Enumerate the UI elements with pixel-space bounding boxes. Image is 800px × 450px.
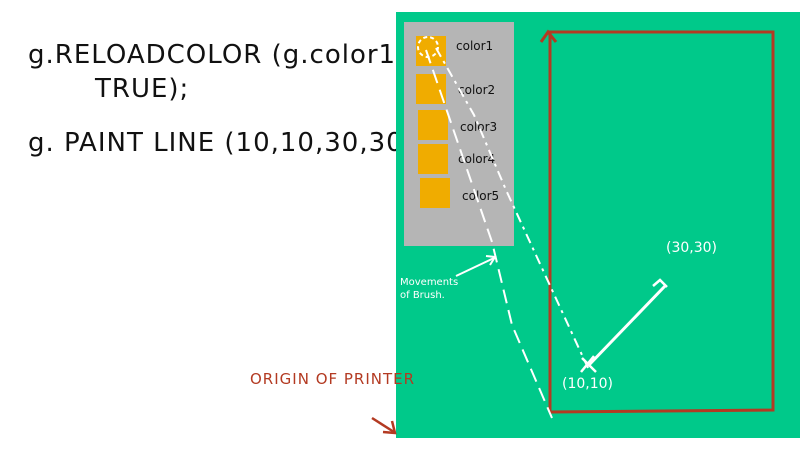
brush-path-return <box>425 49 553 419</box>
note-arrow-head-icon <box>485 255 497 266</box>
color3-swatch <box>418 110 448 140</box>
frame-arrow-icon <box>539 29 558 43</box>
color5-label: color5 <box>462 189 500 203</box>
end-point-arrow-icon <box>652 278 668 288</box>
color1-label: color1 <box>456 39 494 53</box>
note-arrow-line <box>455 257 495 277</box>
origin-of-printer-label: ORIGIN OF PRINTER <box>250 370 416 388</box>
code-line-reload-color-continued: TRUE); <box>95 74 190 104</box>
color4-swatch <box>418 144 448 174</box>
color3-label: color3 <box>460 120 498 134</box>
brush-path-to-start <box>435 47 589 369</box>
end-point-label: (30,30) <box>666 240 718 256</box>
code-line-paint-line: g. PAINT LINE (10,10,30,30); <box>28 128 425 158</box>
printer-frame <box>548 30 775 414</box>
color2-label: color2 <box>458 83 496 97</box>
color-palette: color1 color2 color3 color4 color5 <box>404 22 514 246</box>
code-line-reload-color: g.RELOADCOLOR (g.color1, <box>28 40 406 70</box>
origin-arrow-head-icon <box>382 420 397 435</box>
brush-movement-note: Movements of Brush. <box>400 276 458 302</box>
brush-note-line-1: Movements <box>400 277 459 288</box>
color4-label: color4 <box>458 152 496 166</box>
brush-note-line-2: of Brush. <box>400 290 445 301</box>
start-point-label: (10,10) <box>562 376 614 392</box>
color2-swatch <box>416 74 446 104</box>
start-point-cross-icon <box>580 355 597 373</box>
painted-line <box>586 284 667 368</box>
origin-arrow-line <box>371 416 395 434</box>
color5-swatch <box>420 178 450 208</box>
